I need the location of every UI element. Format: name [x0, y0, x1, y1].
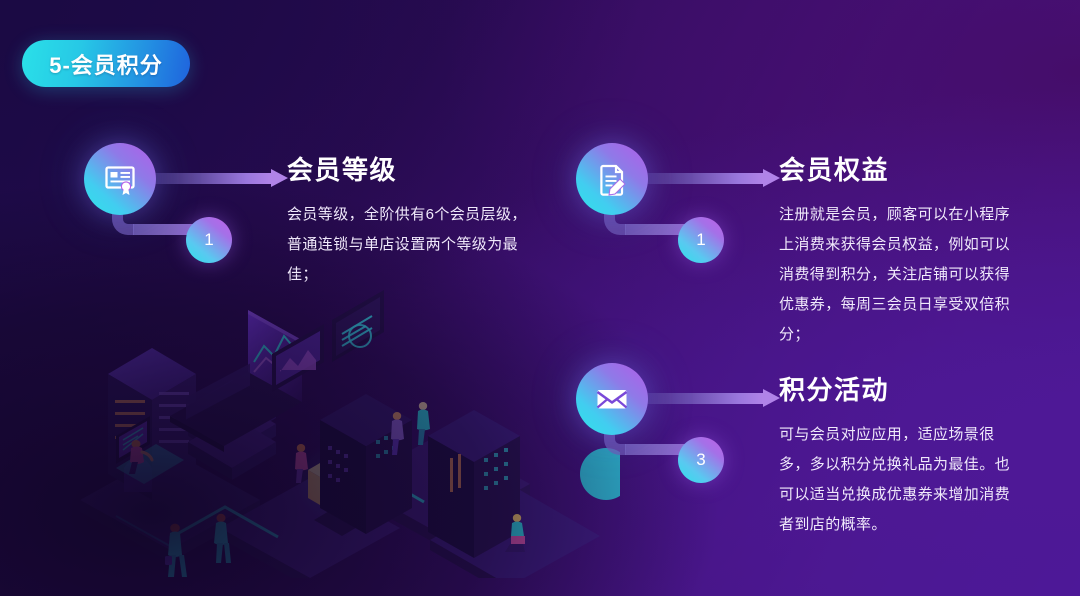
block-2-text: 会员权益 注册就是会员，顾客可以在小程序上消费来获得会员权益，例如可以消费得到积…: [779, 157, 1011, 350]
slide-title-badge: 5-会员积分: [22, 40, 190, 87]
block-3-text: 积分活动 可与会员对应应用，适应场景很多，多以积分兑换礼品为最佳。也可以适当兑换…: [779, 377, 1011, 540]
step-badge-3[interactable]: 3: [678, 437, 724, 483]
block-1-heading: 会员等级: [287, 155, 398, 185]
step-badge-1-text: 1: [204, 230, 214, 249]
step-badge-3-text: 3: [696, 450, 706, 469]
block-3-body: 可与会员对应应用，适应场景很多，多以积分兑换礼品为最佳。也可以适当兑换成优惠券来…: [779, 426, 1011, 533]
block-1-body: 会员等级，全阶供有6个会员层级，普通连锁与单店设置两个等级为最佳；: [287, 206, 527, 283]
step-badge-2[interactable]: 1: [678, 217, 724, 263]
block-3-heading: 积分活动: [779, 375, 890, 405]
step-badge-1[interactable]: 1: [186, 217, 232, 263]
arrow-to-heading: [640, 169, 780, 187]
arrow-to-heading: [148, 169, 288, 187]
document-pen-icon[interactable]: [576, 143, 648, 215]
certificate-icon[interactable]: [84, 143, 156, 215]
isometric-illustration: [20, 288, 632, 596]
arrow-to-heading: [640, 389, 780, 407]
block-2-body: 注册就是会员，顾客可以在小程序上消费来获得会员权益，例如可以消费得到积分，关注店…: [779, 206, 1011, 343]
step-badge-2-text: 1: [696, 230, 706, 249]
envelope-icon[interactable]: [576, 363, 648, 435]
block-2-heading: 会员权益: [779, 155, 890, 185]
slide-title-text: 5-会员积分: [49, 52, 163, 78]
block-1-text: 会员等级 会员等级，全阶供有6个会员层级，普通连锁与单店设置两个等级为最佳；: [287, 157, 537, 290]
